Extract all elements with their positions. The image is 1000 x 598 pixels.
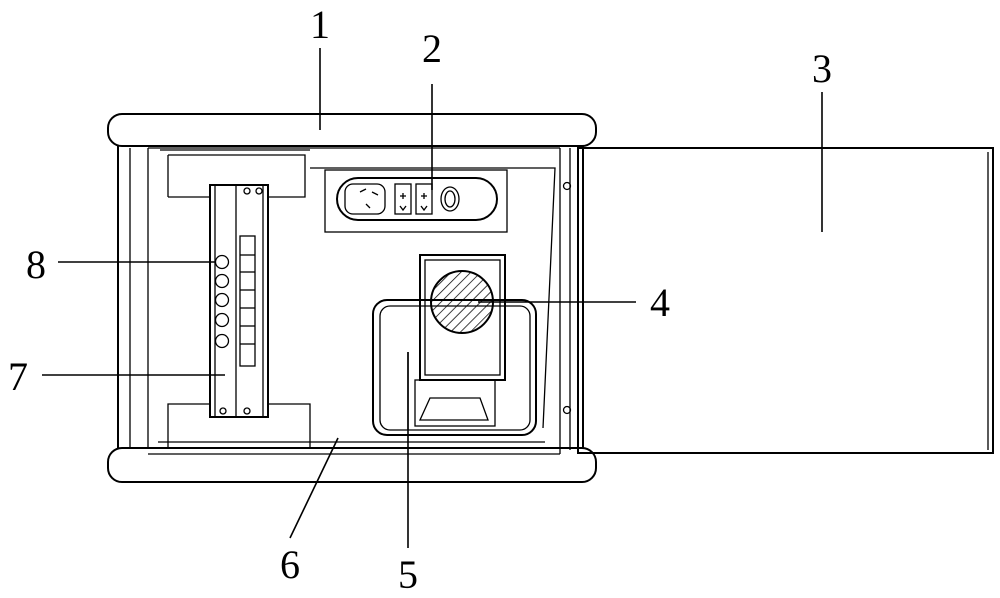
callout-6: 6 (280, 542, 300, 587)
power-socket-strip (310, 167, 556, 429)
drawer-screw-top (562, 181, 572, 191)
control-panel (209, 184, 269, 418)
sliding-drawer (559, 147, 994, 454)
callout-labels: 1 2 3 4 5 6 7 8 (8, 2, 832, 597)
callout-5: 5 (398, 552, 418, 597)
callout-1: 1 (310, 2, 330, 47)
housing-bottom-lid (107, 447, 597, 483)
control-button (214, 333, 230, 349)
control-button (214, 312, 230, 328)
power-switch (440, 186, 460, 212)
callout-2: 2 (422, 26, 442, 71)
callout-3: 3 (812, 46, 832, 91)
mounting-blocks (160, 149, 311, 448)
callout-8: 8 (26, 242, 46, 287)
drawer-screw-bottom (562, 405, 572, 415)
control-button (214, 273, 230, 289)
fan-unit (419, 254, 506, 381)
callout-7: 7 (8, 354, 28, 399)
control-button (214, 254, 230, 270)
control-button (214, 292, 230, 308)
leader-lines (42, 48, 823, 548)
housing (107, 113, 597, 483)
drawer-panel (577, 147, 994, 454)
leader-6 (289, 437, 339, 539)
housing-top-lid (107, 113, 597, 147)
callout-4: 4 (650, 280, 670, 325)
